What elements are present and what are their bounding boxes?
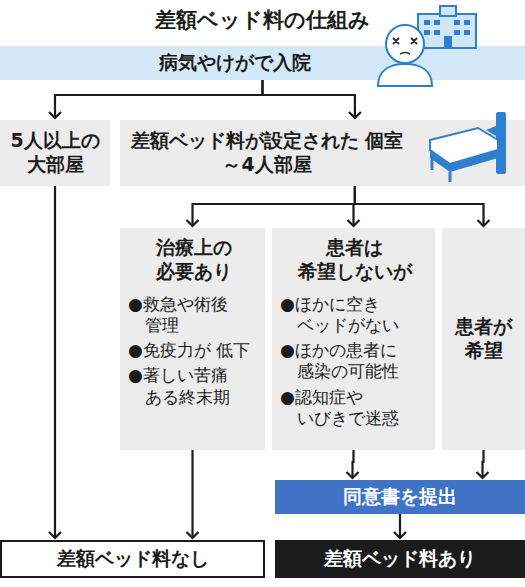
condition-box: 患者は 希望しないが ●ほかに空き ベッドがない●ほかの患者に 感染の可能性●認知… [272, 228, 435, 450]
arrow-connector [483, 450, 484, 478]
result-box: 差額ベッド料なし [0, 540, 265, 578]
bullet-item: ●ほかの患者に 感染の可能性 [280, 340, 429, 383]
box-heading: 治療上の 必要あり [128, 236, 259, 284]
arrow-connector [55, 80, 263, 118]
arrow-connector [354, 186, 355, 226]
box-heading: 5人以上の 大部屋 [4, 129, 106, 177]
consent-band: 同意書を提出 [275, 480, 525, 514]
result-box: 差額ベッド料あり [275, 540, 525, 578]
arrow-connector [263, 80, 355, 118]
arrow-connector [399, 514, 401, 538]
admission-band: 病気やけがで入院 [0, 46, 525, 80]
arrow-connector [191, 450, 193, 538]
box-heading: 患者は 希望しないが [280, 236, 429, 284]
box-heading: 差額ベッド料なし [57, 547, 209, 571]
box-heading: 病気やけがで入院 [159, 51, 311, 75]
condition-box: 患者が 希望 [442, 228, 525, 450]
arrow-connector [355, 186, 484, 226]
ward-box: 5人以上の 大部屋 [0, 120, 110, 186]
hospital-icon [418, 6, 476, 48]
diagram-title: 差額ベッド料の仕組み [0, 6, 525, 34]
box-heading: 同意書を提出 [343, 485, 457, 509]
bullet-item: ●救急や術後 管理 [128, 294, 259, 337]
bullet-item: ●著しい苦痛 ある終末期 [128, 365, 259, 408]
bullet-item: ●免疫力が 低下 [128, 340, 259, 361]
box-heading: 差額ベッド料が設定された 個室～4人部屋 [124, 129, 410, 177]
arrow-connector [353, 450, 354, 478]
bullet-item: ●ほかに空き ベッドがない [280, 294, 429, 337]
arrow-connector [193, 186, 355, 226]
box-heading: 差額ベッド料あり [324, 547, 476, 571]
arrow-connector [54, 186, 56, 538]
bullet-item: ●認知症や いびきで迷惑 [280, 387, 429, 430]
room-box: 差額ベッド料が設定された 個室～4人部屋 [120, 120, 525, 186]
box-heading: 患者が 希望 [446, 315, 521, 363]
condition-box: 治療上の 必要あり ●救急や術後 管理 ●免疫力が 低下 ●著しい苦痛 ある終末期 [120, 228, 265, 450]
